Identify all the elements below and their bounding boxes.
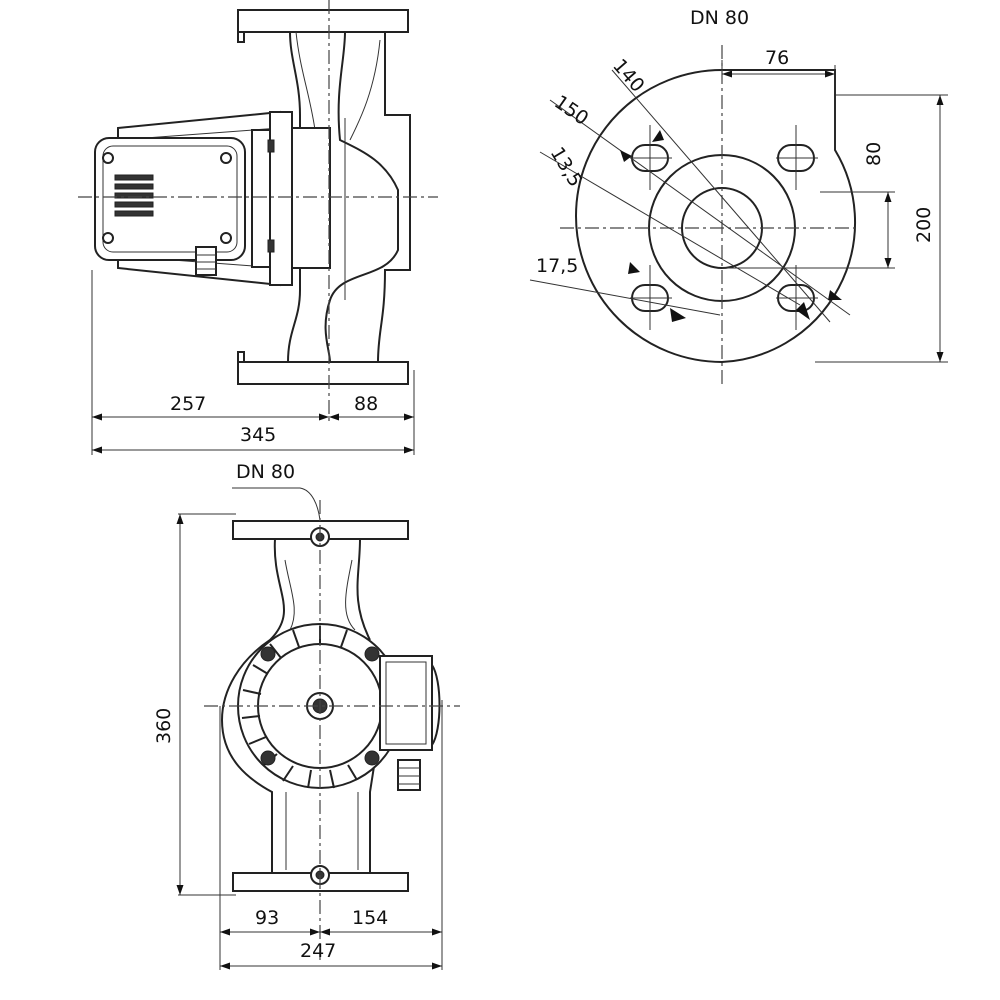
dim-label-360: 360: [153, 708, 175, 744]
dim-label-17-5: 17,5: [536, 255, 578, 277]
cable-gland: [195, 246, 217, 276]
dim-label-93: 93: [255, 907, 279, 929]
flange-title: DN 80: [690, 7, 749, 29]
top-flange: [237, 9, 409, 33]
dim-label-345: 345: [240, 424, 276, 446]
dim-label-247: 247: [300, 940, 336, 962]
front-view: DN 80: [153, 461, 460, 970]
pump-casing: [287, 31, 411, 363]
dim-label-140: 140: [608, 55, 648, 97]
dim-label-257: 257: [170, 393, 206, 415]
dim-label-154: 154: [352, 907, 388, 929]
front-terminal-box: [379, 655, 433, 751]
dim-label-200: 200: [913, 207, 935, 243]
vent-grille: [114, 174, 154, 217]
front-cable-gland: [397, 759, 421, 791]
dim-label-76: 76: [765, 47, 789, 69]
front-title: DN 80: [236, 461, 295, 483]
terminal-box: [94, 137, 246, 261]
dim-label-150: 150: [550, 91, 592, 130]
bottom-flange: [237, 361, 409, 385]
dim-label-88: 88: [354, 393, 378, 415]
front-casing: [220, 538, 376, 873]
side-view: 257 88 345: [78, 0, 438, 455]
flange-view: DN 80: [529, 7, 948, 385]
flange-outline: [575, 69, 857, 364]
dim-label-80: 80: [863, 142, 885, 166]
